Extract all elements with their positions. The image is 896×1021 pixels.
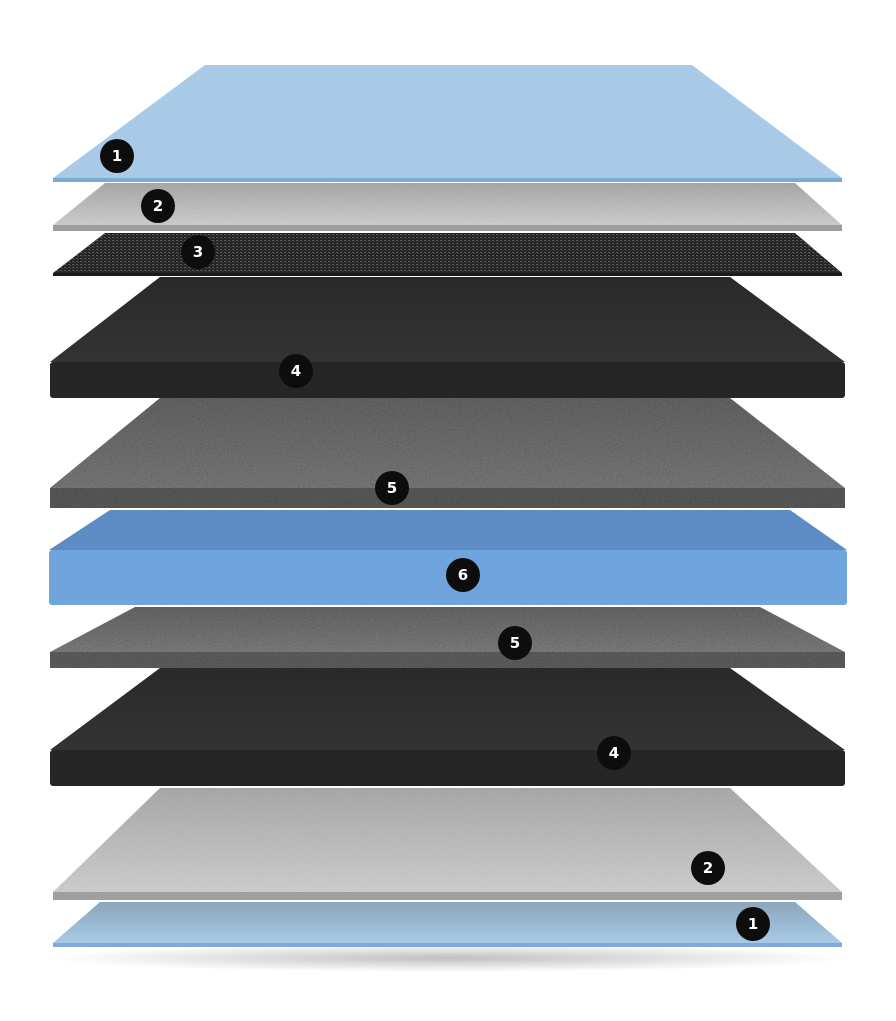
layer-1-top [53, 65, 842, 182]
ground-shadow [48, 944, 848, 972]
svg-text:5: 5 [510, 634, 520, 652]
badge-layer-2-bottom: 2 [691, 851, 725, 885]
svg-text:2: 2 [703, 859, 713, 877]
svg-text:5: 5 [387, 479, 397, 497]
svg-text:2: 2 [153, 197, 163, 215]
layer-1-bottom [53, 902, 842, 947]
svg-text:6: 6 [458, 566, 468, 584]
badge-layer-1-top: 1 [100, 139, 134, 173]
layer-3 [53, 233, 842, 276]
badge-layer-3: 3 [181, 235, 215, 269]
badge-layer-5-bottom: 5 [498, 626, 532, 660]
layer-4-top [50, 277, 845, 398]
badge-layer-1-bottom: 1 [736, 907, 770, 941]
badge-layer-4-top: 4 [279, 354, 313, 388]
badge-layer-2-top: 2 [141, 189, 175, 223]
svg-text:4: 4 [291, 362, 301, 380]
badge-layer-4-bottom: 4 [597, 736, 631, 770]
svg-text:3: 3 [193, 243, 203, 261]
layer-2-top [53, 183, 842, 231]
badge-layer-5-top: 5 [375, 471, 409, 505]
svg-text:1: 1 [112, 147, 122, 165]
svg-text:1: 1 [748, 915, 758, 933]
layer-5-bottom [50, 607, 845, 668]
layer-5-top [50, 398, 845, 508]
svg-text:4: 4 [609, 744, 619, 762]
layer-2-bottom [53, 788, 842, 900]
badge-layer-6: 6 [446, 558, 480, 592]
layer-4-bottom [50, 668, 845, 786]
layer-6 [49, 510, 847, 605]
